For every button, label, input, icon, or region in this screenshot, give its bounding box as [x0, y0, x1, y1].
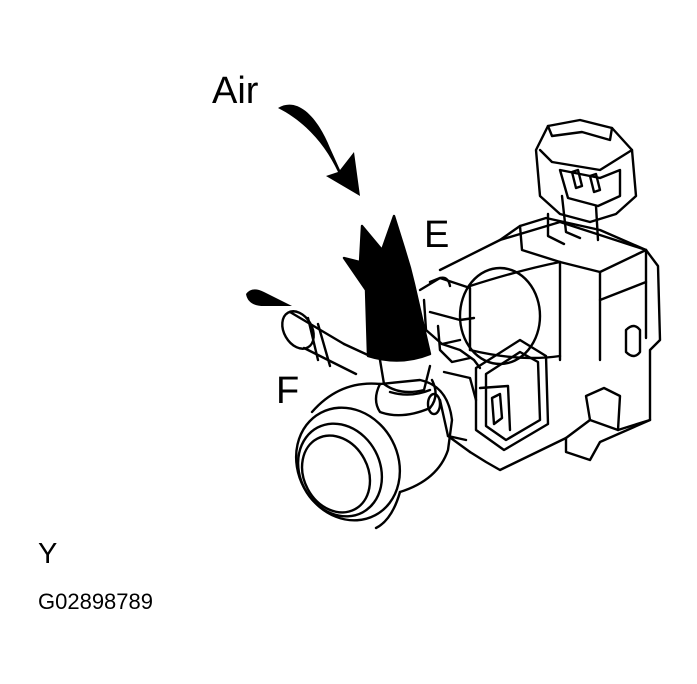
air-flow-arrow	[278, 104, 360, 196]
valve-body	[438, 216, 662, 472]
electrical-connector	[534, 118, 638, 246]
air-hose	[342, 214, 432, 362]
pointer-drop	[246, 289, 292, 306]
port-e-label: E	[424, 214, 450, 256]
view-label: Y	[38, 538, 58, 570]
valve-midsection	[418, 276, 482, 454]
figure-code: G02898789	[38, 589, 153, 614]
port-f-outlet	[294, 378, 454, 530]
inlet-pipe	[281, 310, 372, 376]
port-f-label: F	[276, 370, 300, 412]
air-label: Air	[212, 70, 259, 112]
port-e-nozzle	[374, 358, 442, 417]
